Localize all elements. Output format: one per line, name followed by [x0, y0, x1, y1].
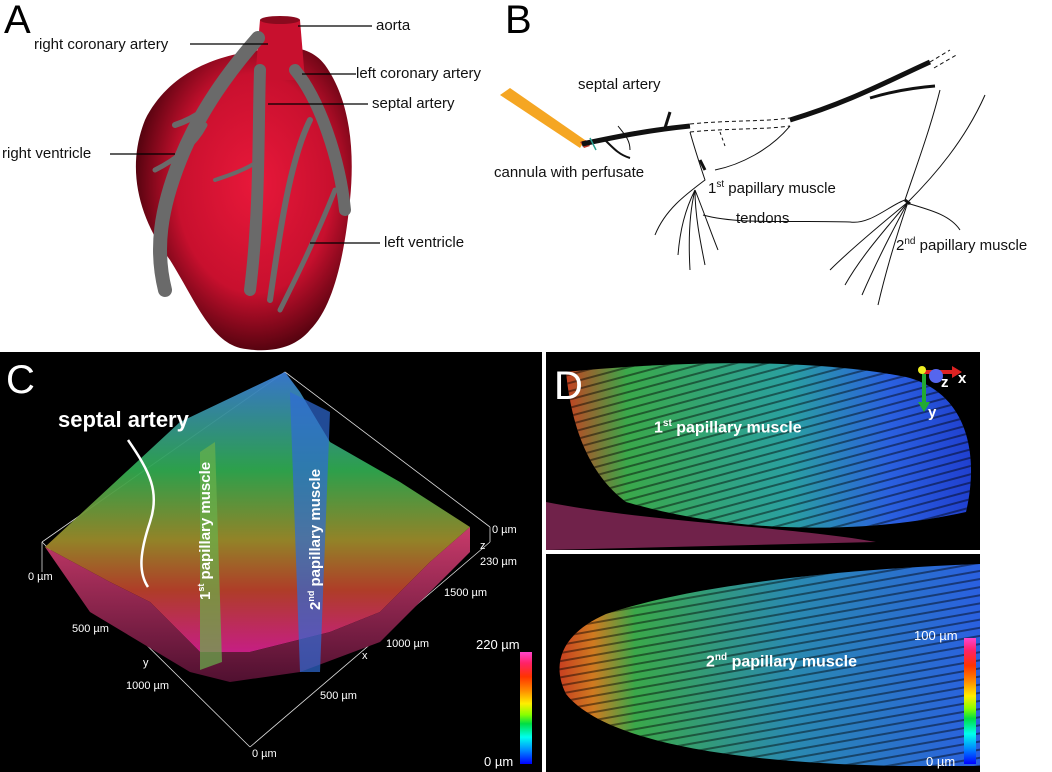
label-cannula-with-perfusate: cannula with perfusate: [494, 164, 645, 181]
label-first-papillary-muscle-b: 1st papillary muscle: [708, 179, 836, 197]
label-aorta: aorta: [376, 17, 411, 34]
label-first-papillary-muscle-c: 1st papillary muscle: [196, 461, 214, 600]
label-septal-artery-c: septal artery: [58, 407, 189, 432]
panel-d-letter: D: [554, 364, 583, 408]
c-x-tick-1500: 1500 µm: [444, 587, 488, 599]
label-left-ventricle: left ventricle: [384, 234, 465, 251]
c-y-tick-1000: 1000 µm: [126, 680, 170, 692]
cannula-shape: [500, 88, 585, 148]
c-colorbar: [520, 652, 532, 764]
c-z-tick-0: 0 µm: [492, 524, 517, 536]
label-second-papillary-muscle-b: 2nd papillary muscle: [896, 236, 1028, 254]
septal-artery-line: [126, 439, 156, 588]
c-colorbar-min: 0 µm: [484, 754, 514, 769]
c-z-label: z: [480, 540, 486, 552]
d-axis-y: y: [928, 404, 937, 421]
label-right-ventricle: right ventricle: [2, 145, 92, 162]
panel-d-bottom-render: [559, 564, 980, 766]
c-x-label: x: [362, 650, 368, 662]
panel-c-letter: C: [6, 358, 35, 402]
label-second-papillary-muscle-c: 2nd papillary muscle: [306, 468, 324, 610]
panel-b-letter: B: [505, 0, 532, 42]
d-colorbar: [964, 638, 976, 764]
c-y-tick-0: 0 µm: [28, 571, 53, 583]
heart-illustration: [135, 16, 352, 351]
label-second-papillary-muscle-d: 2nd papillary muscle: [706, 652, 857, 671]
c-x-tick-500: 500 µm: [320, 690, 357, 702]
d-axis-x: x: [958, 370, 967, 387]
c-y-tick-500: 500 µm: [72, 623, 109, 635]
d-colorbar-min: 0 µm: [926, 754, 956, 769]
panel-c-3d-render: [41, 371, 491, 748]
c-x-tick-0: 0 µm: [252, 748, 277, 760]
label-septal-artery-b: septal artery: [578, 76, 661, 93]
c-colorbar-max: 220 µm: [476, 637, 520, 652]
label-first-papillary-muscle-d: 1st papillary muscle: [654, 418, 802, 437]
label-tendons: tendons: [736, 210, 790, 227]
septal-artery-schematic: [500, 49, 986, 306]
panel-a-letter: A: [4, 0, 31, 42]
orientation-axes-icon: [918, 366, 962, 412]
c-y-label: y: [143, 657, 149, 669]
label-right-coronary-artery: right coronary artery: [34, 36, 169, 53]
panel-d-top-render: [546, 363, 971, 550]
label-left-coronary-artery: left coronary artery: [356, 65, 482, 82]
d-colorbar-max: 100 µm: [914, 628, 958, 643]
c-x-tick-1000: 1000 µm: [386, 638, 430, 650]
d-axis-z: z: [941, 374, 949, 391]
panel-a-leader-lines: [110, 25, 380, 244]
c-z-tick-230: 230 µm: [480, 556, 517, 568]
panel-d-top-image: D 1st papillary muscle z x y: [546, 352, 980, 550]
panel-d-bottom-image: 2nd papillary muscle 100 µm 0 µm: [546, 554, 980, 772]
panel-c-image: C septal artery 1st papillary muscle 2nd…: [0, 352, 542, 772]
label-septal-artery-a: septal artery: [372, 95, 455, 112]
